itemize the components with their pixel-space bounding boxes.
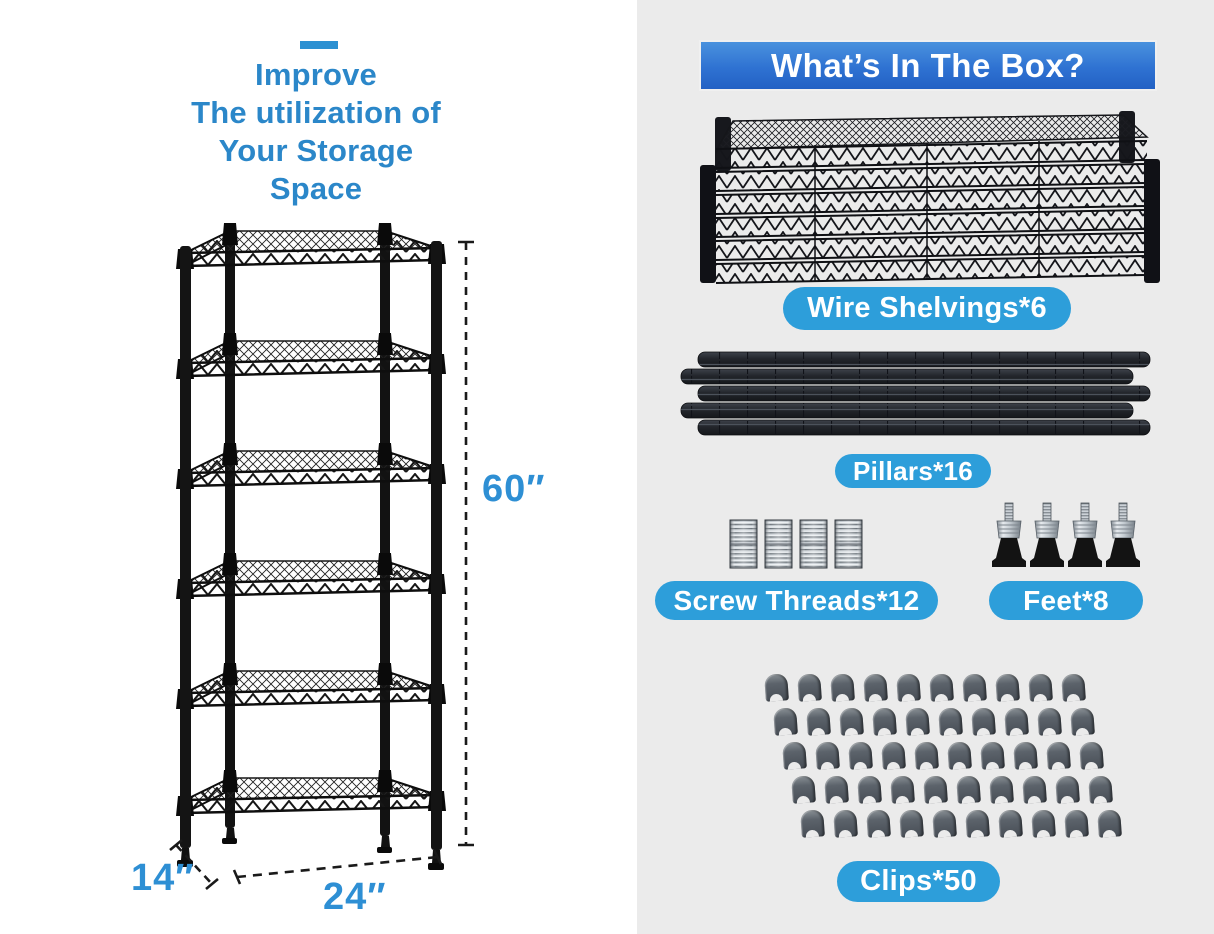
clip-item xyxy=(797,673,822,702)
clip-item xyxy=(923,775,948,804)
pillars-label: Pillars*16 xyxy=(835,454,991,488)
clip-item xyxy=(1061,673,1086,702)
width-dimension-line xyxy=(232,849,443,885)
wire-shelvings-image xyxy=(700,111,1160,284)
height-dimension-line xyxy=(458,240,474,847)
screw-threads-label: Screw Threads*12 xyxy=(655,581,938,620)
clips-image xyxy=(755,670,1122,850)
clip-item xyxy=(914,741,939,770)
heading-line: Improve xyxy=(255,57,377,92)
screw-threads-image xyxy=(729,519,863,569)
clip-item xyxy=(857,775,882,804)
clip-item xyxy=(1064,809,1089,838)
clip-item xyxy=(965,809,990,838)
clip-item xyxy=(956,775,981,804)
clip-item xyxy=(971,707,996,736)
clip-item xyxy=(980,741,1005,770)
clip-item xyxy=(1070,707,1095,736)
panel-title-banner: What’s In The Box? xyxy=(699,40,1157,91)
clip-item xyxy=(833,809,858,838)
clip-item xyxy=(899,809,924,838)
clip-item xyxy=(929,673,954,702)
clip-item xyxy=(848,741,873,770)
heading-line: Your Storage xyxy=(218,133,414,168)
clip-item xyxy=(791,775,816,804)
heading-accent-bar xyxy=(300,41,338,49)
clip-item xyxy=(866,809,891,838)
page-heading: Improve The utilization of Your Storage … xyxy=(146,56,486,208)
clip-item xyxy=(896,673,921,702)
clip-item xyxy=(806,707,831,736)
clip-item xyxy=(872,707,897,736)
clip-item xyxy=(890,775,915,804)
clip-item xyxy=(1055,775,1080,804)
clip-item xyxy=(1031,809,1056,838)
clip-item xyxy=(773,707,798,736)
clip-item xyxy=(1028,673,1053,702)
wire-shelvings-label: Wire Shelvings*6 xyxy=(783,287,1071,330)
clip-item xyxy=(800,809,825,838)
clip-item xyxy=(962,673,987,702)
clip-item xyxy=(782,741,807,770)
heading-line: Space xyxy=(269,171,363,206)
clip-item xyxy=(863,673,888,702)
clip-item xyxy=(1079,741,1104,770)
pillars-image xyxy=(680,351,1151,436)
clip-item xyxy=(995,673,1020,702)
height-dimension-label: 60″ xyxy=(482,468,546,510)
depth-dimension-line xyxy=(169,839,219,890)
clip-item xyxy=(947,741,972,770)
clip-item xyxy=(938,707,963,736)
clip-item xyxy=(1046,741,1071,770)
clip-item xyxy=(989,775,1014,804)
clip-item xyxy=(764,673,789,702)
clip-item xyxy=(998,809,1023,838)
clip-item xyxy=(1022,775,1047,804)
width-dimension-label: 24″ xyxy=(323,876,387,918)
whats-in-the-box-panel: What’s In The Box? xyxy=(637,0,1214,934)
clips-label: Clips*50 xyxy=(837,861,1000,902)
clip-item xyxy=(839,707,864,736)
clip-item xyxy=(1097,809,1122,838)
heading-line: The utilization of xyxy=(191,95,441,130)
clip-item xyxy=(1013,741,1038,770)
depth-dimension-label: 14″ xyxy=(131,857,195,899)
clip-item xyxy=(824,775,849,804)
clip-item xyxy=(1004,707,1029,736)
clip-item xyxy=(1088,775,1113,804)
shelving-unit-illustration xyxy=(169,221,474,890)
clip-item xyxy=(881,741,906,770)
feet-label: Feet*8 xyxy=(989,581,1143,620)
clip-item xyxy=(830,673,855,702)
clip-item xyxy=(932,809,957,838)
clip-item xyxy=(905,707,930,736)
feet-image xyxy=(991,502,1141,568)
clip-item xyxy=(815,741,840,770)
clip-item xyxy=(1037,707,1062,736)
